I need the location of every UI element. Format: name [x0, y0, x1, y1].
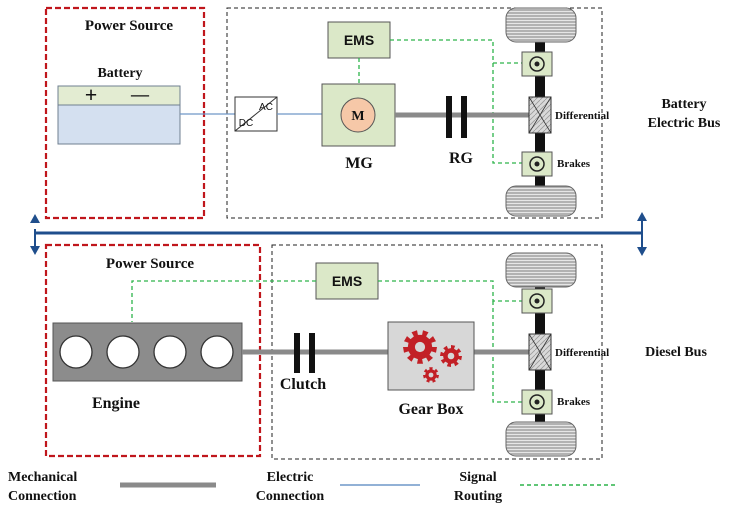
ac-dc-converter-icon — [234, 96, 278, 132]
gear-medium-icon — [440, 345, 462, 367]
power-source-box-top — [44, 6, 206, 220]
battery-label: Battery — [97, 66, 142, 81]
clutch-label: Clutch — [280, 376, 326, 393]
brakes-label-bottom: Brakes — [557, 396, 591, 408]
converter-dc-label: DC — [239, 118, 253, 129]
ems-label-bottom: EMS — [332, 273, 362, 289]
motor-icon — [340, 97, 376, 133]
converter-ac-label: AC — [259, 102, 273, 113]
gearbox-label: Gear Box — [398, 401, 463, 418]
legend-signal-label-line2: Routing — [454, 489, 502, 504]
wheel-bottom-lower — [505, 421, 577, 457]
reduction-gear-label: RG — [449, 150, 474, 167]
gear-large-icon — [403, 330, 437, 364]
wheel-bottom-upper — [505, 252, 577, 288]
brakes-label-top: Brakes — [557, 158, 591, 170]
battery-minus-sign: — — [130, 84, 150, 104]
differential-icon-bottom — [528, 333, 552, 371]
battery-electric-bus-section: Power Source Battery + — AC DC EMS — [44, 6, 721, 220]
wheel-top-lower — [505, 185, 577, 217]
legend: Mechanical Connection Electric Connectio… — [8, 470, 617, 504]
legend-mechanical-label-line1: Mechanical — [8, 470, 77, 485]
power-source-label-top: Power Source — [85, 18, 174, 34]
engine-icon — [52, 322, 243, 382]
brake-icon-top-upper — [521, 51, 553, 77]
differential-label-top: Differential — [555, 110, 609, 122]
diesel-bus-label: Diesel Bus — [645, 345, 707, 360]
wheel-top-upper — [505, 7, 577, 43]
battery-electric-bus-label-line1: Battery — [661, 97, 706, 112]
battery-electric-bus-label-line2: Electric Bus — [648, 116, 721, 131]
differential-label-bottom: Differential — [555, 347, 609, 359]
motor-generator-label: MG — [345, 155, 373, 172]
reduction-gear-icon — [446, 96, 467, 138]
brake-icon-bottom-upper — [521, 288, 553, 314]
battery-plus-sign: + — [85, 82, 98, 107]
engine-label: Engine — [92, 395, 140, 412]
power-source-label-bottom: Power Source — [106, 256, 195, 272]
brake-icon-top-lower — [521, 151, 553, 177]
legend-electric-label-line1: Electric — [267, 470, 314, 485]
gears-icon — [403, 330, 462, 383]
drivetrain-box-top — [226, 7, 603, 219]
gear-small-icon — [423, 367, 439, 383]
motor-symbol: M — [351, 109, 364, 124]
ems-label-top: EMS — [344, 32, 374, 48]
ems-box-bottom — [315, 262, 379, 300]
signal-routing-top — [358, 39, 522, 164]
diesel-bus-section: Power Source EMS Engine Clutch — [44, 243, 707, 460]
ems-box-top — [327, 21, 391, 59]
differential-icon-top — [528, 96, 552, 134]
battery-icon — [57, 85, 181, 145]
signal-routing-bottom — [131, 280, 522, 403]
clutch-icon — [294, 333, 315, 373]
legend-electric-label-line2: Connection — [256, 489, 325, 504]
legend-mechanical-label-line2: Connection — [8, 489, 77, 504]
legend-signal-label-line1: Signal — [459, 470, 496, 485]
section-divider — [30, 212, 647, 256]
brake-icon-bottom-lower — [521, 389, 553, 415]
